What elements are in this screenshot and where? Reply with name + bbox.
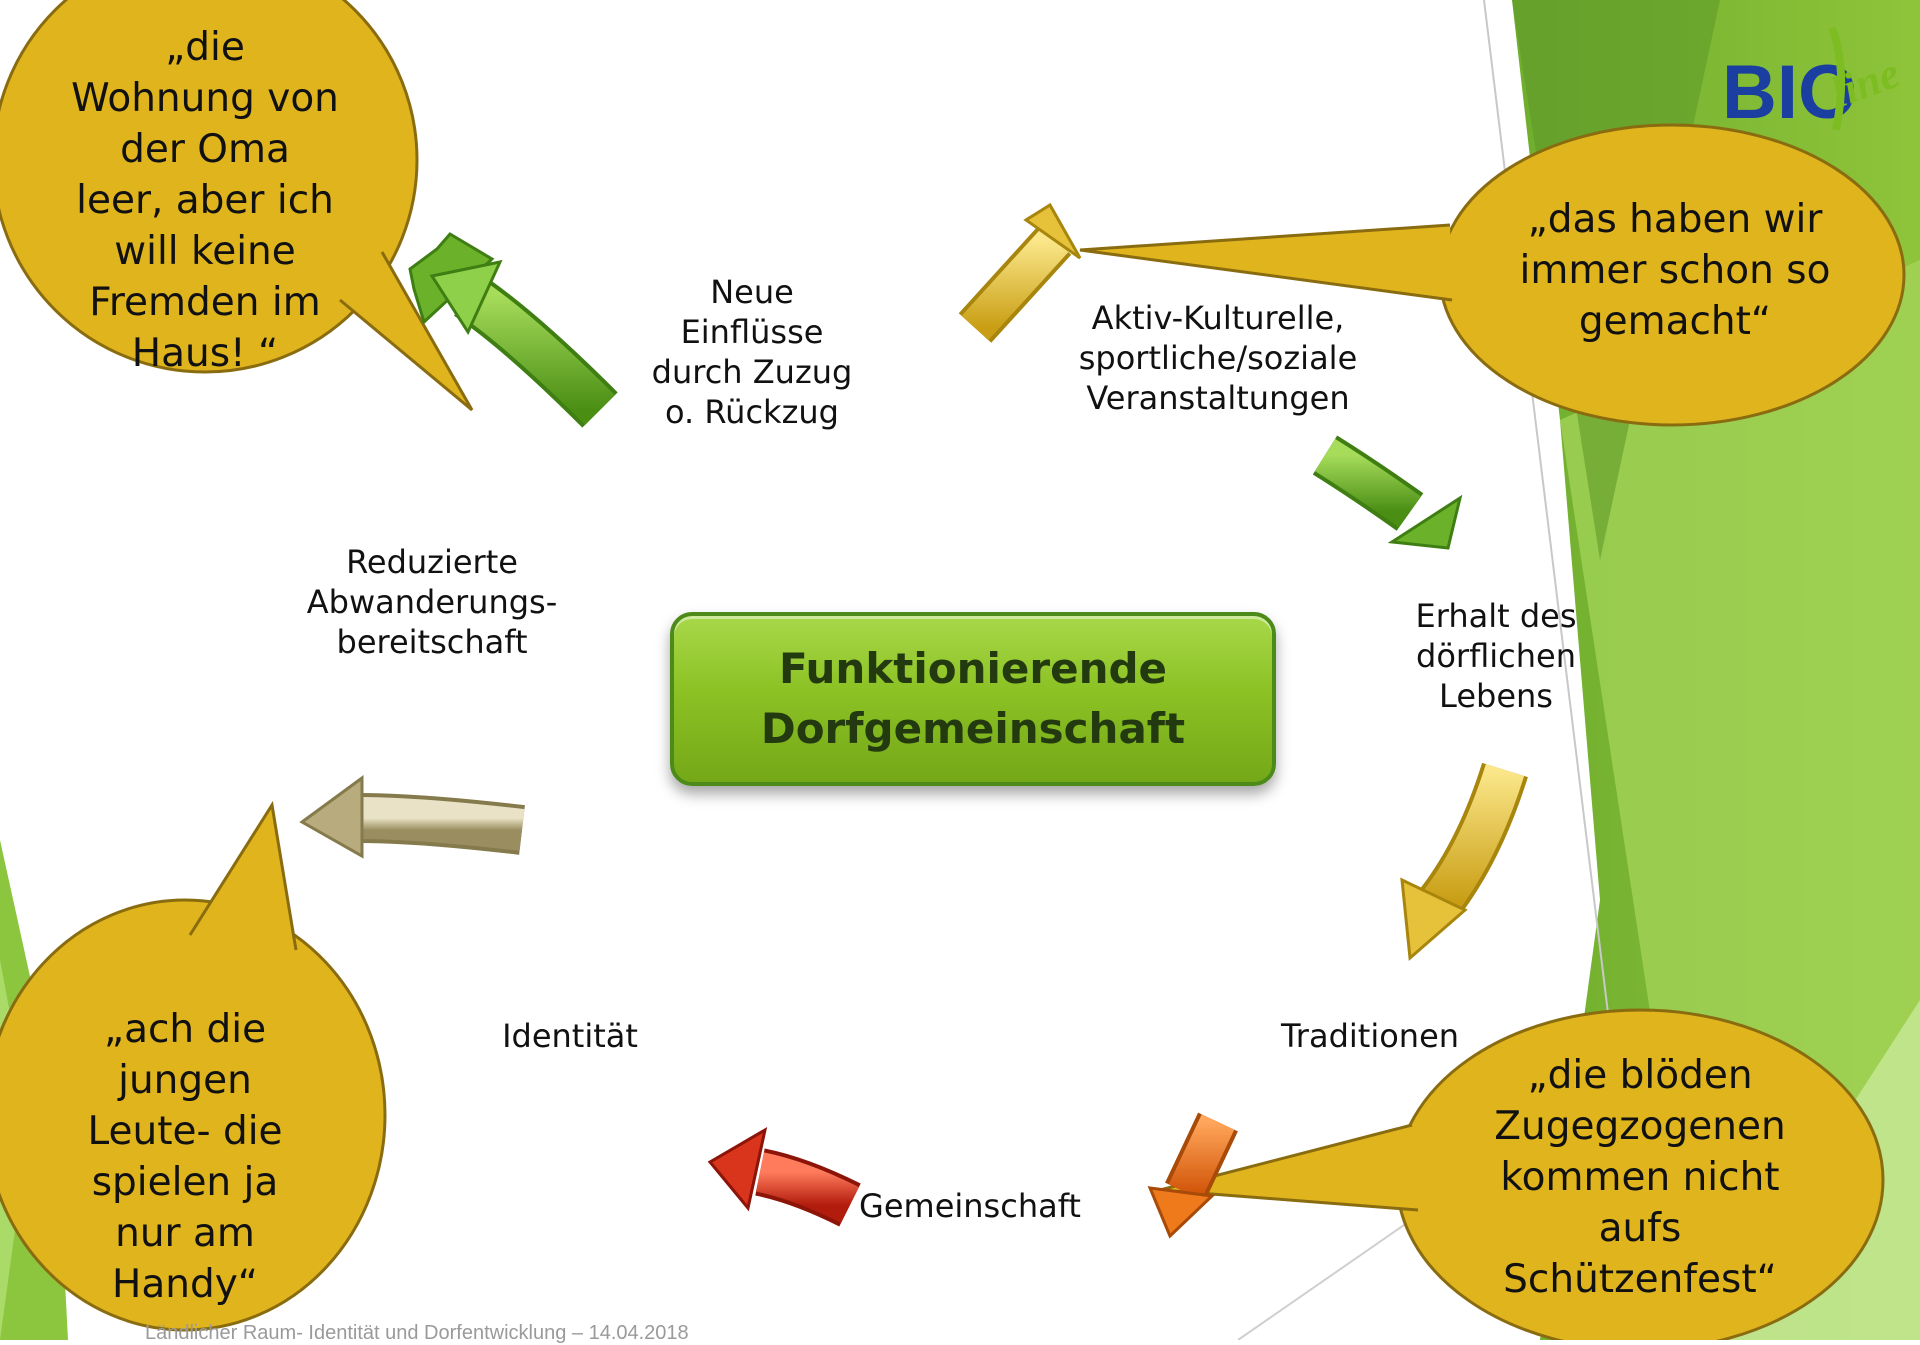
arrow-yellow-down [1400, 762, 1528, 962]
bubble-jungen-text: „ach die jungen Leute- die spielen ja nu… [87, 1007, 283, 1307]
arrow-green-downright [1312, 435, 1463, 550]
label-neue-einfluesse: Neue Einflüsse durch Zuzug o. Rückzug [651, 273, 853, 431]
bubble-bloeden-text: „die blöden Zugegzogenen kommen nicht au… [1494, 1053, 1786, 1302]
arrow-red-left [707, 1126, 861, 1227]
bubble-oma-text: „die Wohnung von der Oma leer, aber ich … [71, 25, 339, 376]
label-aktiv-kulturelle: Aktiv-Kulturelle, sportliche/soziale Ver… [1078, 299, 1358, 417]
label-reduzierte: Reduzierte Abwanderungs- bereitschaft [306, 543, 558, 661]
label-identitaet: Identität [502, 1017, 638, 1055]
bubble-jungen-shape [0, 800, 387, 1332]
label-gemeinschaft: Gemeinschaft [859, 1187, 1081, 1225]
arrow-green-upleft [408, 232, 618, 428]
arrow-yellow-upright [958, 202, 1082, 343]
footer-text: Ländlicher Raum- Identität und Dorfentwi… [145, 1322, 689, 1344]
bubble-immer-text: „das haben wir immer schon so gemacht“ [1519, 197, 1831, 344]
arrow-khaki-left [299, 775, 525, 859]
label-traditionen: Traditionen [1280, 1017, 1460, 1055]
arrow-orange-downleft [1147, 1112, 1238, 1239]
bubble-oma-shape [0, 0, 474, 412]
center-box: Funktionierende Dorfgemeinschaft [670, 612, 1276, 786]
label-erhalt: Erhalt des dörflichen Lebens [1415, 597, 1577, 715]
right-light-green-facet [1560, 260, 1920, 1340]
bubble-immer-shape [1079, 123, 1906, 427]
center-title: Funktionierende Dorfgemeinschaft [760, 644, 1186, 753]
